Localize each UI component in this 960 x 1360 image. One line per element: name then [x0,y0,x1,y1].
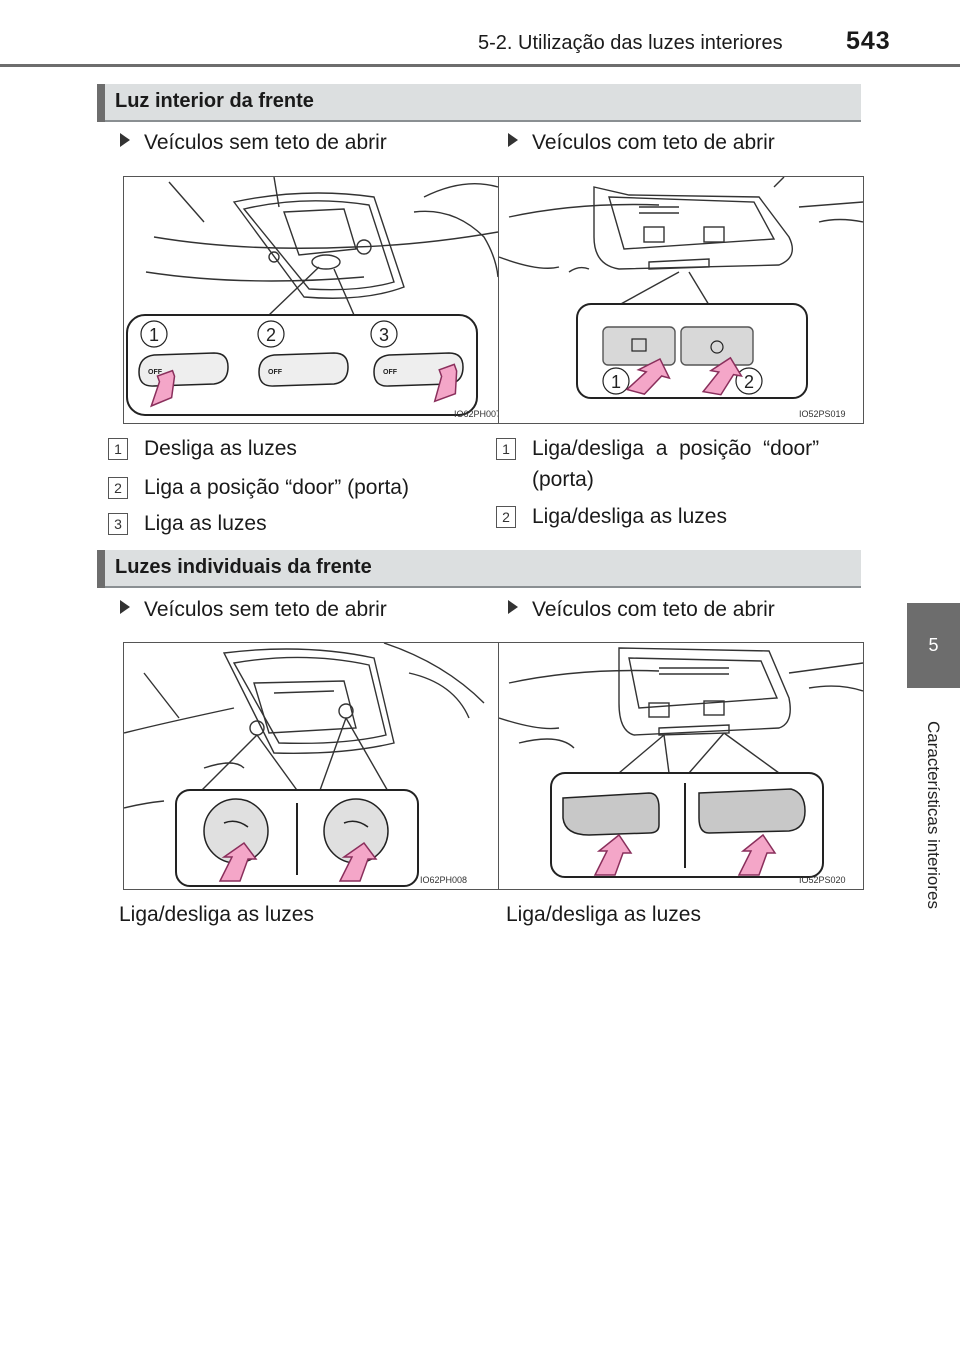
bullet-text: Veículos sem teto de abrir [144,598,387,621]
item-number-badge: 2 [108,477,128,499]
item-text: Liga/desliga as luzes [532,505,727,528]
figure-individual-lights-with-sunroof: IO52PS020 [498,642,864,890]
page-number: 543 [846,27,891,55]
heading-bar [97,550,105,588]
figure-front-interior-light-no-sunroof: 1 2 3 OFF OFF OFF IO62PH007 [123,176,499,424]
figure-code: IO62PH007 [454,409,498,419]
section-heading: Luzes individuais da frente [97,550,861,588]
caption-toggle-lights: Liga/desliga as luzes [506,903,701,926]
bullet-text: Veículos com teto de abrir [532,598,775,621]
section-heading-text: Luzes individuais da frente [115,556,372,578]
bullet-triangle-icon [508,133,518,147]
bullet-text: Veículos com teto de abrir [532,131,775,154]
switch-off-label: OFF [268,369,283,376]
chapter-side-label: Características interiores [908,700,958,930]
switch-off-label: OFF [383,369,398,376]
item-number-badge: 1 [108,438,128,460]
list-item: 1 Liga/desliga a posição “door” (porta) [496,436,862,492]
figure-code: IO52PS019 [799,409,846,419]
item-number-badge: 1 [496,438,516,460]
caption-toggle-lights: Liga/desliga as luzes [119,903,314,926]
list-item: 2 Liga/desliga as luzes [496,504,862,530]
item-text-continued: (porta) [532,468,594,491]
heading-bar [97,84,105,122]
illustration: IO62PH008 [124,643,485,887]
figure-front-interior-light-with-sunroof: 1 2 IO52PS019 [498,176,864,424]
header-rule [0,64,960,67]
section-heading: Luz interior da frente [97,84,861,122]
item-text: Liga/desliga a posição “door” [532,437,820,460]
figure-code: IO52PS020 [799,875,846,885]
bullet-no-sunroof: Veículos sem teto de abrir [120,131,387,155]
illustration: 1 2 3 OFF OFF OFF IO62PH007 [126,177,498,419]
chapter-tab: 5 [907,603,960,688]
callout-2: 2 [744,372,754,392]
item-text: Liga as luzes [144,512,267,535]
chapter-title: Características interiores [924,720,943,910]
illustration: IO52PS020 [499,647,863,885]
callout-1: 1 [149,325,159,345]
list-item: 3 Liga as luzes [108,511,468,537]
item-text: Liga a posição “door” (porta) [144,476,409,499]
item-number-badge: 3 [108,513,128,535]
list-item: 2 Liga a posição “door” (porta) [108,475,468,501]
callout-1: 1 [611,372,621,392]
section-heading-text: Luz interior da frente [115,90,314,112]
bullet-triangle-icon [508,600,518,614]
bullet-with-sunroof: Veículos com teto de abrir [508,598,775,622]
bullet-text: Veículos sem teto de abrir [144,131,387,154]
bullet-with-sunroof: Veículos com teto de abrir [508,131,775,155]
bullet-no-sunroof: Veículos sem teto de abrir [120,598,387,622]
bullet-triangle-icon [120,133,130,147]
illustration: 1 2 IO52PS019 [499,177,863,419]
item-number-badge: 2 [496,506,516,528]
bullet-triangle-icon [120,600,130,614]
figure-code: IO62PH008 [420,875,467,885]
item-text: Desliga as luzes [144,437,297,460]
callout-2: 2 [266,325,276,345]
callout-3: 3 [379,325,389,345]
switch-off-label: OFF [148,369,163,376]
running-header: 5-2. Utilização das luzes interiores [478,32,783,54]
list-item: 1 Desliga as luzes [108,436,468,462]
figure-individual-lights-no-sunroof: IO62PH008 [123,642,499,890]
